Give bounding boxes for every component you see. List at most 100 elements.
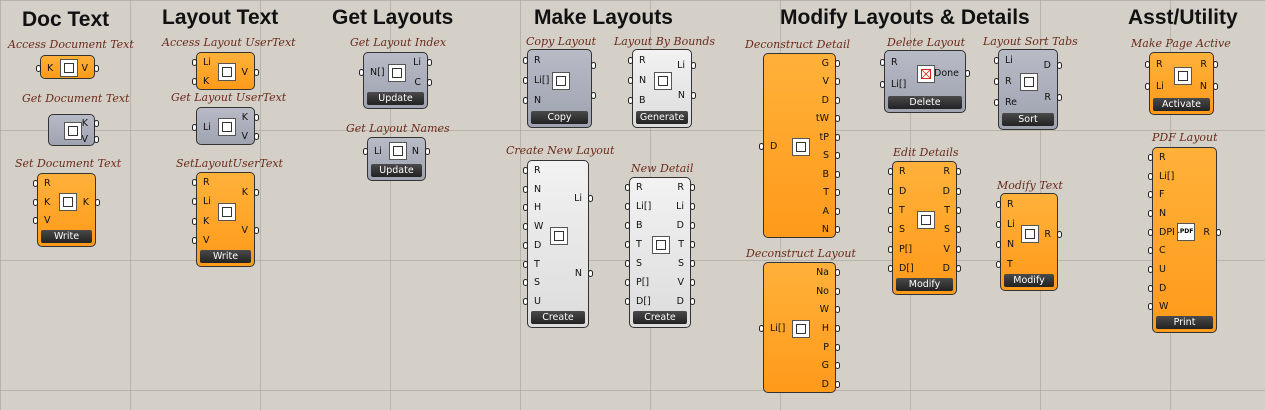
set-document-text-write-button[interactable]: Write [41,230,92,243]
edit-details-input-port[interactable] [888,264,893,272]
get-document-text-output-port[interactable] [94,135,99,143]
get-document-text-output-port[interactable] [94,119,99,127]
access-document-text-input-port[interactable] [36,64,41,72]
copy-layout-input-port[interactable] [523,97,528,105]
access-layout-usertext-input-port[interactable] [192,59,197,66]
delete-layout-output-port[interactable] [965,70,970,77]
get-layout-names-update-button[interactable]: Update [371,164,422,177]
edit-details-input-port[interactable] [888,245,893,253]
pdf-layout-input-port[interactable] [1148,303,1153,311]
set-layout-usertext-output-port[interactable] [254,227,259,235]
access-layout-usertext-output-port[interactable] [254,68,259,76]
set-layout-usertext-input-port[interactable] [192,217,197,225]
new-detail-input-port[interactable] [625,184,630,191]
pdf-layout-input-port[interactable] [1148,247,1153,255]
deconstruct-layout-output-port[interactable] [835,268,840,276]
edit-details-output-port[interactable] [956,206,961,214]
pdf-layout-input-port[interactable] [1148,284,1153,292]
pdf-layout-output-port[interactable] [1216,228,1221,236]
layout-by-bounds-output-port[interactable] [691,61,696,69]
deconstruct-detail-output-port[interactable] [835,226,840,234]
edit-details-output-port[interactable] [956,187,961,195]
get-layout-names-output-port[interactable] [425,147,430,155]
copy-layout-input-port[interactable] [523,56,528,64]
edit-details-output-port[interactable] [956,264,961,272]
pdf-layout-print-button[interactable]: Print [1156,316,1213,329]
copy-layout-output-port[interactable] [591,61,596,69]
make-page-active-activate-button[interactable]: Activate [1153,98,1210,111]
get-layout-index-update-button[interactable]: Update [367,92,424,105]
pdf-layout-input-port[interactable] [1148,209,1153,217]
modify-text-input-port[interactable] [996,220,1001,228]
new-detail-output-port[interactable] [690,241,695,248]
create-new-layout-output-port[interactable] [588,195,593,202]
access-document-text-output-port[interactable] [94,64,99,72]
set-layout-usertext-output-port[interactable] [254,188,259,196]
pdf-layout-input-port[interactable] [1148,265,1153,273]
create-new-layout-input-port[interactable] [523,298,528,306]
layout-sort-tabs-input-port[interactable] [994,57,999,64]
layout-by-bounds-output-port[interactable] [691,92,696,100]
edit-details-output-port[interactable] [956,168,961,176]
set-document-text-input-port[interactable] [33,179,38,187]
new-detail-create-button[interactable]: Create [633,311,687,324]
edit-details-output-port[interactable] [956,226,961,234]
layout-sort-tabs-output-port[interactable] [1057,93,1062,101]
deconstruct-detail-output-port[interactable] [835,96,840,104]
new-detail-input-port[interactable] [625,279,630,286]
set-layout-usertext-input-port[interactable] [192,198,197,206]
create-new-layout-input-port[interactable] [523,241,528,249]
delete-layout-delete-button[interactable]: Delete [888,96,962,109]
new-detail-input-port[interactable] [625,241,630,248]
create-new-layout-input-port[interactable] [523,223,528,231]
get-layout-index-output-port[interactable] [427,78,432,86]
delete-layout-input-port[interactable] [880,81,885,89]
set-document-text-output-port[interactable] [95,198,100,206]
get-layout-usertext-input-port[interactable] [192,123,197,131]
deconstruct-detail-output-port[interactable] [835,115,840,123]
create-new-layout-input-port[interactable] [523,166,528,174]
edit-details-input-port[interactable] [888,168,893,176]
layout-by-bounds-input-port[interactable] [628,77,633,84]
new-detail-output-port[interactable] [690,222,695,229]
get-layout-names-input-port[interactable] [363,147,368,155]
deconstruct-layout-output-port[interactable] [835,381,840,389]
set-layout-usertext-input-port[interactable] [192,236,197,244]
set-document-text-input-port[interactable] [33,198,38,206]
delete-layout-input-port[interactable] [880,58,885,66]
create-new-layout-input-port[interactable] [523,204,528,212]
edit-details-input-port[interactable] [888,226,893,234]
get-layout-usertext-output-port[interactable] [254,133,259,140]
create-new-layout-output-port[interactable] [588,270,593,277]
new-detail-output-port[interactable] [690,184,695,191]
set-document-text-input-port[interactable] [33,217,38,225]
copy-layout-copy-button[interactable]: Copy [531,111,588,124]
deconstruct-detail-output-port[interactable] [835,59,840,67]
layout-sort-tabs-output-port[interactable] [1057,62,1062,70]
deconstruct-layout-output-port[interactable] [835,362,840,370]
modify-text-input-port[interactable] [996,260,1001,268]
deconstruct-detail-output-port[interactable] [835,133,840,141]
new-detail-input-port[interactable] [625,260,630,267]
edit-details-output-port[interactable] [956,245,961,253]
deconstruct-detail-input-port[interactable] [759,143,764,150]
create-new-layout-create-button[interactable]: Create [531,311,585,324]
modify-text-output-port[interactable] [1057,230,1062,238]
